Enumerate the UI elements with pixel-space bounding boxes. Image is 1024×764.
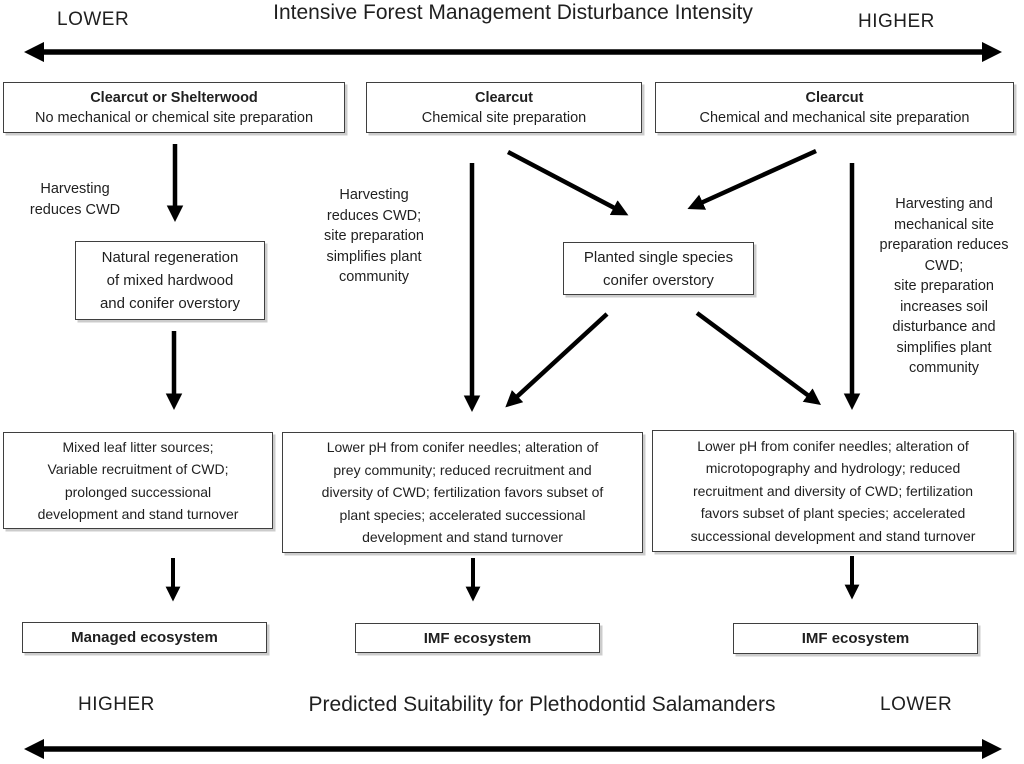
effects-box-mixed-litter: Mixed leaf litter sources; Variable recr… (3, 432, 273, 529)
ecosystem-box-managed: Managed ecosystem (22, 622, 267, 653)
process-label-middle: Harvesting reduces CWD; site preparation… (324, 187, 424, 285)
treatment-subtitle: Chemical and mechanical site preparation (699, 109, 970, 126)
top-axis-right-label: HIGHER (858, 11, 935, 32)
treatment-box-clearcut-chemical-mechanical: Clearcut Chemical and mechanical site pr… (655, 82, 1014, 133)
ecosystem-box-imf-2: IMF ecosystem (733, 623, 978, 654)
top-axis-title: Intensive Forest Management Disturbance … (273, 1, 753, 24)
bottom-axis-title: Predicted Suitability for Plethodontid S… (308, 693, 776, 716)
planted-conifer-box: Planted single species conifer overstory (563, 242, 754, 295)
treatment-box-clearcut-chemical: Clearcut Chemical site preparation (366, 82, 642, 133)
treatment-subtitle: Chemical site preparation (421, 109, 587, 126)
treatment-title: Clearcut (474, 89, 533, 106)
top-axis-left-label: LOWER (57, 9, 130, 30)
bottom-axis-right-label: LOWER (880, 694, 953, 715)
natural-regeneration-box: Natural regeneration of mixed hardwood a… (75, 241, 265, 320)
bottom-axis-left-label: HIGHER (78, 694, 155, 715)
process-label-right: Harvesting and mechanical site preparati… (879, 196, 1009, 376)
effects-box-lower-ph-prey: Lower pH from conifer needles; alteratio… (282, 432, 643, 553)
treatment-title: Clearcut or Shelterwood (90, 89, 258, 106)
effects-box-lower-ph-microtopography: Lower pH from conifer needles; alteratio… (652, 430, 1014, 552)
arrow-planted-to-effects2 (505, 312, 609, 408)
arrow-clearcut3-to-planted (687, 148, 817, 210)
treatment-title: Clearcut (805, 89, 864, 106)
treatment-subtitle: No mechanical or chemical site preparati… (34, 109, 314, 126)
arrow-clearcut2-to-planted (506, 150, 629, 216)
treatment-box-clearcut-shelterwood: Clearcut or Shelterwood No mechanical or… (3, 82, 345, 133)
arrow-planted-to-effects3 (695, 311, 822, 405)
ecosystem-box-imf-1: IMF ecosystem (355, 623, 600, 653)
process-label-left: Harvesting reduces CWD (29, 181, 121, 218)
